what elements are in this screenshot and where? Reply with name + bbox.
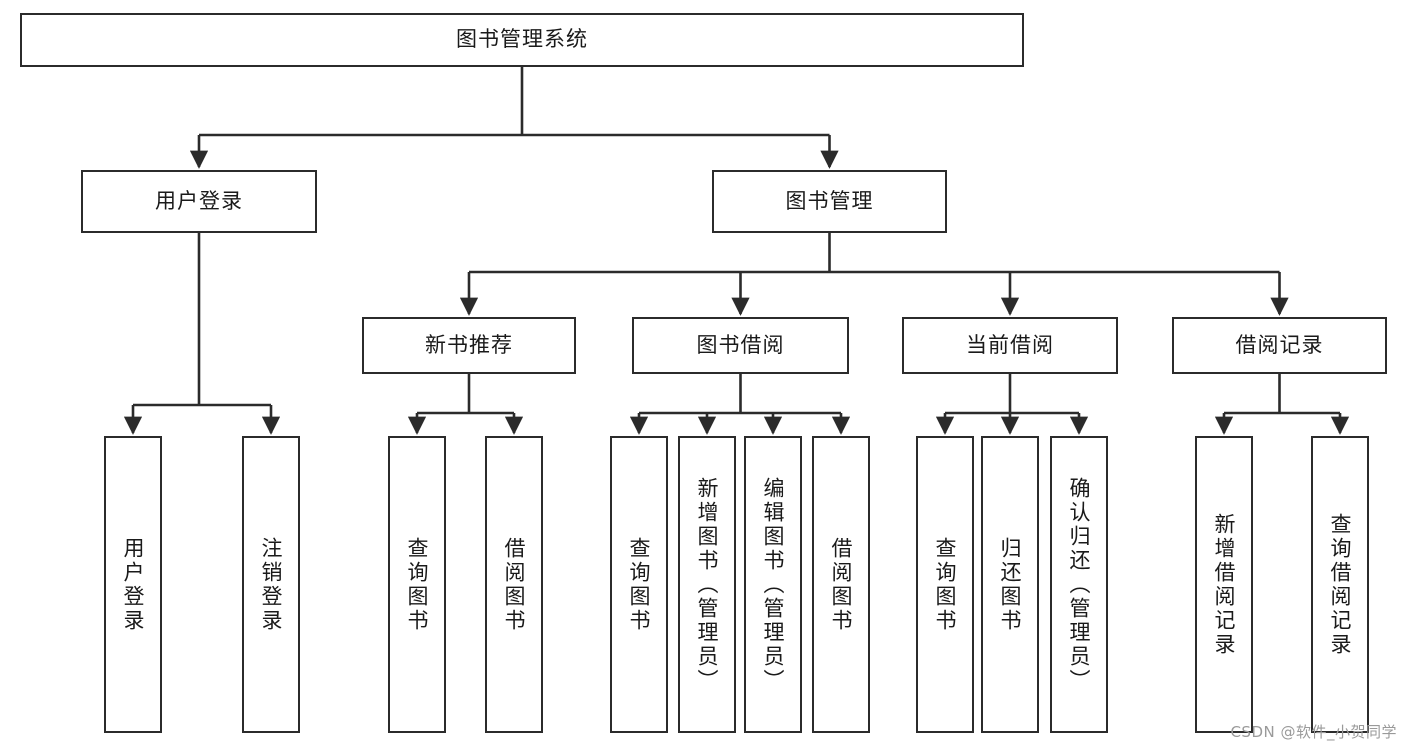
node-label: 借阅记录 <box>1235 332 1324 357</box>
node-label: 新增借阅记录 <box>1212 512 1237 657</box>
node-leaf-query-borrow-record[interactable]: 查询借阅记录 <box>1311 436 1369 733</box>
node-label: 新增图书（管理员） <box>695 476 720 693</box>
node-label: 查询借阅记录 <box>1328 512 1353 657</box>
node-leaf-user-login[interactable]: 用户登录 <box>104 436 162 733</box>
node-leaf-add-book-admin[interactable]: 新增图书（管理员） <box>678 436 736 733</box>
node-user-login[interactable]: 用户登录 <box>81 170 317 233</box>
node-label: 查询图书 <box>405 536 430 633</box>
node-label: 确认归还（管理员） <box>1067 476 1092 693</box>
node-new-book-recommend[interactable]: 新书推荐 <box>362 317 576 374</box>
node-label: 借阅图书 <box>829 536 854 633</box>
node-label: 用户登录 <box>121 536 146 633</box>
node-label: 图书管理系统 <box>456 27 588 52</box>
node-label: 注销登录 <box>259 536 284 633</box>
node-leaf-query-book-current[interactable]: 查询图书 <box>916 436 974 733</box>
node-current-borrow[interactable]: 当前借阅 <box>902 317 1118 374</box>
node-leaf-borrow-book[interactable]: 借阅图书 <box>812 436 870 733</box>
node-leaf-query-book-borrow[interactable]: 查询图书 <box>610 436 668 733</box>
node-label: 用户登录 <box>155 188 243 213</box>
node-label: 借阅图书 <box>502 536 527 633</box>
node-label: 归还图书 <box>998 536 1023 633</box>
node-book-management[interactable]: 图书管理 <box>712 170 947 233</box>
node-label: 查询图书 <box>933 536 958 633</box>
node-label: 查询图书 <box>627 536 652 633</box>
node-label: 图书管理 <box>785 188 874 213</box>
node-borrow-record[interactable]: 借阅记录 <box>1172 317 1387 374</box>
node-leaf-add-borrow-record[interactable]: 新增借阅记录 <box>1195 436 1253 733</box>
node-leaf-borrow-book-recommend[interactable]: 借阅图书 <box>485 436 543 733</box>
node-label: 当前借阅 <box>966 332 1054 357</box>
node-root-system[interactable]: 图书管理系统 <box>20 13 1024 67</box>
node-label: 图书借阅 <box>696 332 785 357</box>
node-label: 编辑图书（管理员） <box>761 476 786 693</box>
node-book-borrow[interactable]: 图书借阅 <box>632 317 849 374</box>
node-leaf-logout-login[interactable]: 注销登录 <box>242 436 300 733</box>
node-label: 新书推荐 <box>425 332 513 357</box>
watermark-label: CSDN @软件_小贺同学 <box>1230 723 1397 741</box>
node-leaf-query-book-recommend[interactable]: 查询图书 <box>388 436 446 733</box>
node-leaf-edit-book-admin[interactable]: 编辑图书（管理员） <box>744 436 802 733</box>
node-leaf-return-book[interactable]: 归还图书 <box>981 436 1039 733</box>
node-leaf-confirm-return-admin[interactable]: 确认归还（管理员） <box>1050 436 1108 733</box>
